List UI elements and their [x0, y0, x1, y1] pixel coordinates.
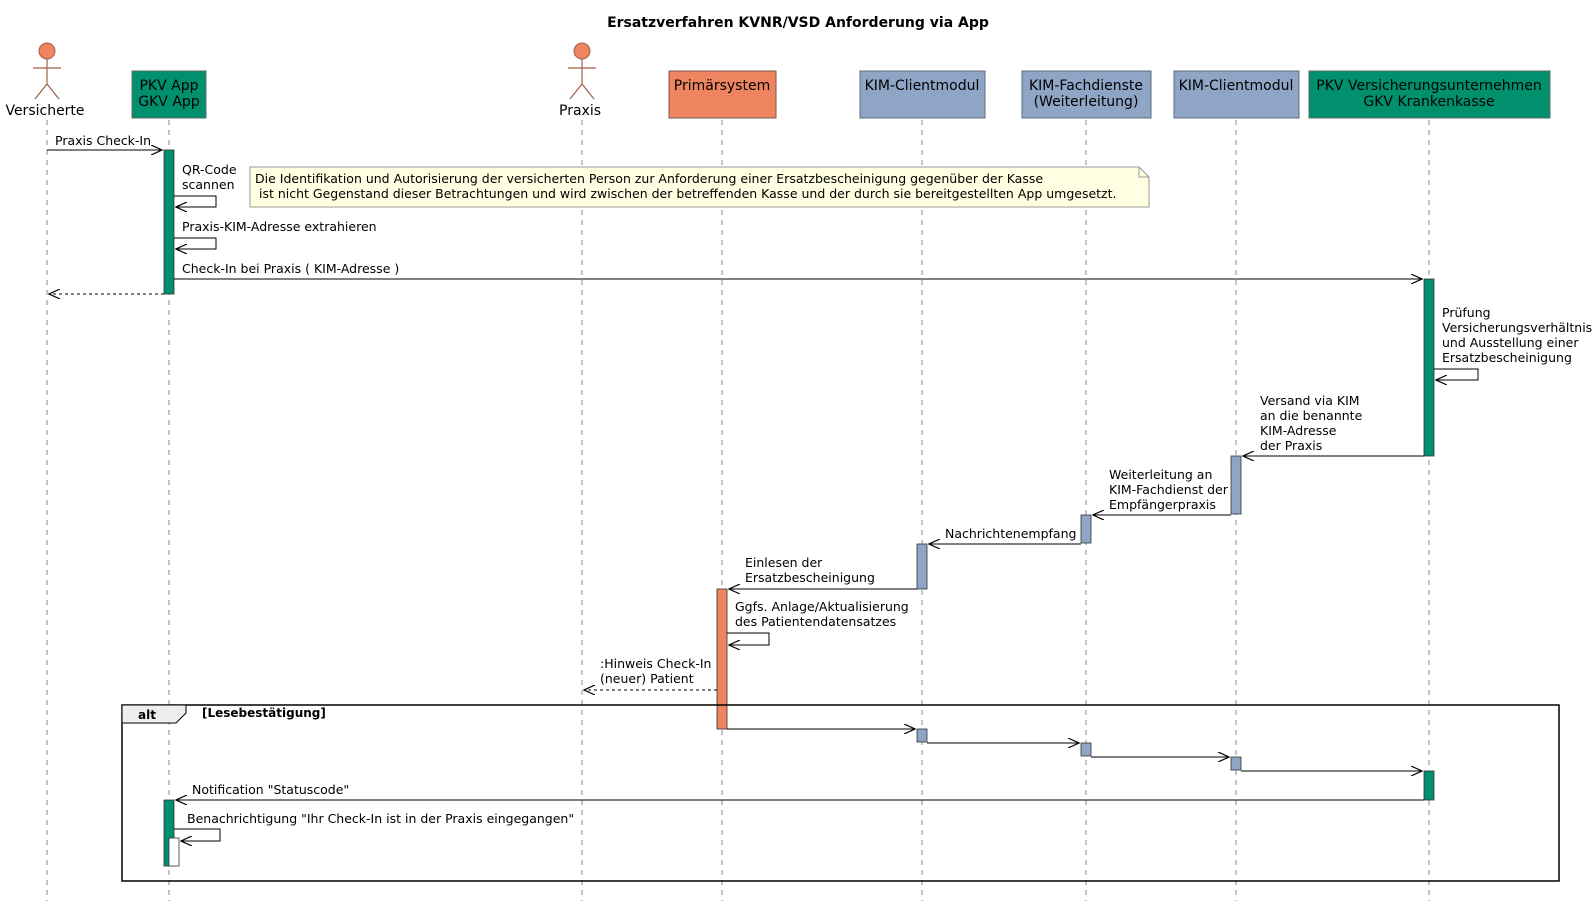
participant-box-kim-clientmodul-1	[859, 70, 986, 119]
activation-fach-1	[1080, 514, 1092, 544]
msg-benachrichtigung: Benachrichtigung "Ihr Check-In ist in de…	[187, 811, 574, 826]
participant-box-primaersystem	[668, 70, 777, 119]
participant-kasse: PKV Versicherungsunternehmen GKV Kranken…	[1308, 70, 1551, 119]
participant-kim-fachdienste: KIM-Fachdienste (Weiterleitung)	[1021, 70, 1152, 119]
msg-notification: Notification "Statuscode"	[192, 782, 349, 797]
participant-app-line2: GKV App	[138, 94, 200, 110]
msg-checkin-praxis: Check-In bei Praxis ( KIM-Adresse )	[182, 261, 399, 276]
alt-fragment: alt [Lesebestätigung]	[121, 704, 1560, 882]
activation-kim1-2	[916, 728, 928, 743]
arrow-qr-self	[174, 195, 217, 207]
msg-einlesen-line1: Einlesen der	[745, 555, 823, 570]
actor-label-versicherte: Versicherte	[5, 103, 84, 119]
participant-box-kasse	[1308, 70, 1551, 119]
msg-qr-line2: scannen	[182, 177, 235, 192]
activations	[163, 149, 1435, 867]
note-fold	[1138, 167, 1149, 178]
msg-einlesen-line2: Ersatzbescheinigung	[745, 570, 875, 585]
participant-box-kim-clientmodul-2	[1173, 70, 1300, 119]
participant-kim-clientmodul-2: KIM-Clientmodul	[1173, 70, 1300, 119]
actor-head-icon	[38, 42, 56, 60]
alt-keyword: alt	[138, 708, 156, 722]
arrow-benachrichtigung-self	[174, 828, 221, 841]
participant-kim-clientmodul-1-label: KIM-Clientmodul	[865, 78, 980, 94]
activation-fach-2	[1080, 742, 1092, 757]
msg-versand-line2: an die benannte	[1260, 408, 1363, 423]
participant-app-line1: PKV App	[139, 78, 198, 94]
participant-kasse-line1: PKV Versicherungsunternehmen	[1316, 78, 1541, 94]
actor-leg-left	[34, 83, 48, 100]
diagram-title: Ersatzverfahren KVNR/VSD Anforderung via…	[607, 15, 989, 31]
participant-app: PKV App GKV App	[131, 70, 207, 119]
msg-qr-line1: QR-Code	[182, 162, 237, 177]
actor-head-icon	[573, 42, 591, 60]
msg-pruefung-line4: Ersatzbescheinigung	[1442, 350, 1572, 365]
msg-praxis-checkin: Praxis Check-In	[55, 133, 151, 148]
msg-hinweis-line2: (neuer) Patient	[600, 671, 694, 686]
msg-extract: Praxis-KIM-Adresse extrahieren	[182, 219, 377, 234]
activation-kasse-2	[1423, 770, 1435, 801]
activation-app-1	[163, 149, 175, 295]
msg-versand-line1: Versand via KIM	[1260, 393, 1360, 408]
activation-kim2-2	[1230, 756, 1242, 771]
actor-leg-left	[569, 83, 583, 100]
participant-box-kim-fachdienste	[1021, 70, 1152, 119]
messages: Praxis Check-In QR-Code scannen Praxis-K…	[47, 133, 1592, 841]
msg-weiterleitung-line1: Weiterleitung an	[1109, 467, 1212, 482]
actor-versicherte: Versicherte	[5, 42, 85, 119]
note-line1: Die Identifikation und Autorisierung der…	[255, 171, 1043, 186]
activation-kasse-1	[1423, 278, 1435, 457]
msg-pruefung-line3: und Ausstellung einer	[1442, 335, 1579, 350]
msg-anlage-line1: Ggfs. Anlage/Aktualisierung	[735, 599, 909, 614]
note-line2: ist nicht Gegenstand dieser Betrachtunge…	[255, 186, 1117, 201]
participant-kim-clientmodul-1: KIM-Clientmodul	[859, 70, 986, 119]
participant-kim-clientmodul-2-label: KIM-Clientmodul	[1179, 78, 1294, 94]
arrow-extract-self	[174, 237, 217, 249]
alt-guard: [Lesebestätigung]	[202, 706, 326, 720]
actor-leg-right	[46, 83, 60, 100]
msg-versand-line4: der Praxis	[1260, 438, 1322, 453]
msg-pruefung-line2: Versicherungsverhältnis	[1442, 320, 1592, 335]
msg-anlage-line2: des Patientendatensatzes	[735, 614, 896, 629]
participant-kim-fachdienste-line1: KIM-Fachdienste	[1029, 78, 1143, 94]
activation-app-3	[168, 837, 180, 867]
participant-kim-fachdienste-line2: (Weiterleitung)	[1034, 94, 1139, 110]
participant-primaersystem: Primärsystem	[668, 70, 777, 119]
participant-kasse-line2: GKV Krankenkasse	[1363, 94, 1494, 110]
activation-kim2-1	[1230, 455, 1242, 515]
msg-pruefung-line1: Prüfung	[1442, 305, 1491, 320]
actor-praxis: Praxis	[559, 42, 601, 119]
msg-weiterleitung-line2: KIM-Fachdienst der	[1109, 482, 1229, 497]
actor-leg-right	[581, 83, 595, 100]
alt-frame	[121, 704, 1560, 882]
participant-box-app	[131, 70, 207, 119]
msg-nachrichtenempfang: Nachrichtenempfang	[945, 526, 1076, 541]
arrow-anlage-self	[727, 632, 770, 645]
arrow-pruefung-self	[1434, 368, 1479, 380]
alt-tab	[121, 704, 187, 724]
activation-primaersystem-1	[716, 588, 728, 730]
activation-kim1-1	[916, 543, 928, 590]
msg-hinweis-line1: :Hinweis Check-In	[600, 656, 711, 671]
note-box	[249, 166, 1150, 208]
participant-primaersystem-label: Primärsystem	[674, 78, 770, 94]
actor-label-praxis: Praxis	[559, 103, 601, 119]
msg-weiterleitung-line3: Empfängerpraxis	[1109, 497, 1216, 512]
msg-versand-line3: KIM-Adresse	[1260, 423, 1337, 438]
note: Die Identifikation und Autorisierung der…	[249, 166, 1150, 208]
